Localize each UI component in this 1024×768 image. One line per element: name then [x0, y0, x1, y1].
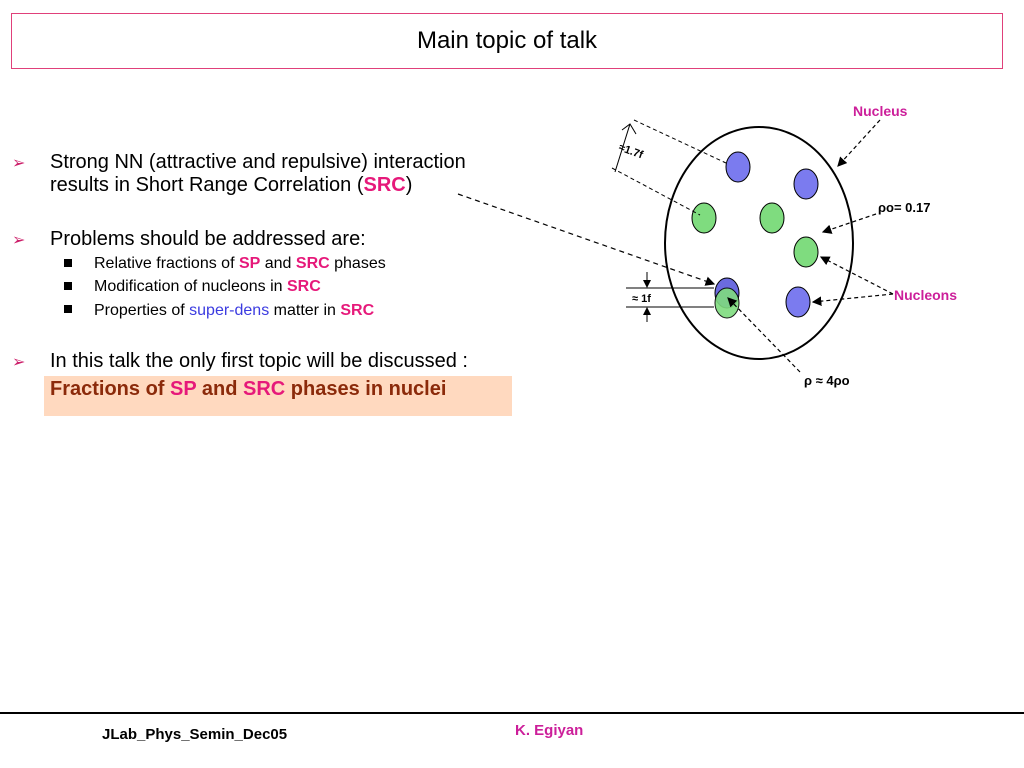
- sub-bullet-1: Relative fractions of SP and SRC phases: [94, 255, 386, 273]
- nucleus-ellipse: [664, 126, 854, 360]
- slide-title-box: Main topic of talk: [11, 13, 1003, 69]
- dim-line: [614, 123, 631, 173]
- footer-divider: [0, 712, 1024, 714]
- highlight-mid: and: [196, 378, 244, 400]
- bullet-1-close: ): [405, 174, 413, 196]
- dim-arrow-icon: [621, 123, 637, 135]
- footer-author: K. Egiyan: [515, 722, 584, 739]
- src-term: SRC: [243, 378, 286, 400]
- dim-line: [611, 167, 701, 216]
- src-term: SRC: [363, 174, 406, 196]
- rho0-pointer: [821, 213, 877, 234]
- bullet-arrow-icon: ➢: [12, 232, 26, 249]
- src-term: SRC: [287, 278, 321, 295]
- bullet-arrow-icon: ➢: [12, 354, 26, 371]
- nucleon-blue: [793, 168, 819, 200]
- highlight-pre: Fractions of: [50, 378, 171, 400]
- slide-title: Main topic of talk: [416, 27, 598, 54]
- sub-bullet-1-text: Relative fractions of: [94, 255, 239, 272]
- sub-bullet-1-post: phases: [329, 255, 386, 272]
- bullet-3-text: In this talk the only first topic will b…: [50, 350, 468, 372]
- sub-bullet-2: Modification of nucleons in SRC: [94, 278, 321, 296]
- highlight-text: Fractions of SP and SRC phases in nuclei: [50, 378, 446, 401]
- sp-term: SP: [238, 255, 261, 272]
- nucleon-green: [691, 202, 717, 234]
- bullet-1-line-2: results in Short Range Correlation (SRC): [50, 174, 412, 197]
- bullet-arrow-icon: ➢: [12, 155, 26, 172]
- nucleon-green: [759, 202, 785, 234]
- square-bullet-icon: [64, 282, 72, 290]
- src-pointer-line: [457, 193, 716, 286]
- footer-event-label: JLab_Phys_Semin_Dec05: [102, 726, 288, 743]
- sp-term: SP: [170, 378, 197, 400]
- nucleons-pointer: [811, 293, 894, 306]
- sub-bullet-3-text: Properties of: [94, 302, 190, 319]
- bullet-1-text: results in Short Range Correlation (: [50, 174, 364, 196]
- nucleus-label: Nucleus: [853, 103, 908, 119]
- super-dens-term: super-dens: [189, 302, 270, 319]
- sub-bullet-3: Properties of super-dens matter in SRC: [94, 302, 374, 320]
- rho-label: ρ ≈ 4ρo: [804, 373, 850, 388]
- nucleons-label: Nucleons: [894, 287, 957, 303]
- highlight-post: phases in nuclei: [285, 378, 447, 400]
- dim-line: [633, 119, 727, 164]
- nucleon-green: [793, 236, 819, 268]
- nucleons-pointer: [819, 256, 894, 295]
- square-bullet-icon: [64, 305, 72, 313]
- nucleus-pointer: [837, 119, 881, 167]
- sub-bullet-2-text: Modification of nucleons in: [94, 278, 287, 295]
- rho-pointer: [727, 297, 801, 373]
- rho0-label: ρo= 0.17: [878, 200, 931, 215]
- bullet-2-text: Problems should be addressed are:: [50, 228, 366, 250]
- bullet-1-line-1: Strong NN (attractive and repulsive) int…: [50, 151, 466, 173]
- nucleon-blue: [725, 151, 751, 183]
- sub-bullet-3-mid: matter in: [269, 302, 341, 319]
- sub-bullet-1-mid: and: [260, 255, 296, 272]
- highlight-box: [44, 376, 512, 416]
- dist-17-label: ≈1.7f: [617, 142, 645, 162]
- nucleon-green: [714, 287, 740, 319]
- src-term: SRC: [340, 302, 375, 319]
- src-term: SRC: [295, 255, 330, 272]
- nucleon-blue: [785, 286, 811, 318]
- square-bullet-icon: [64, 259, 72, 267]
- dist-1-label: ≈ 1f: [632, 293, 651, 305]
